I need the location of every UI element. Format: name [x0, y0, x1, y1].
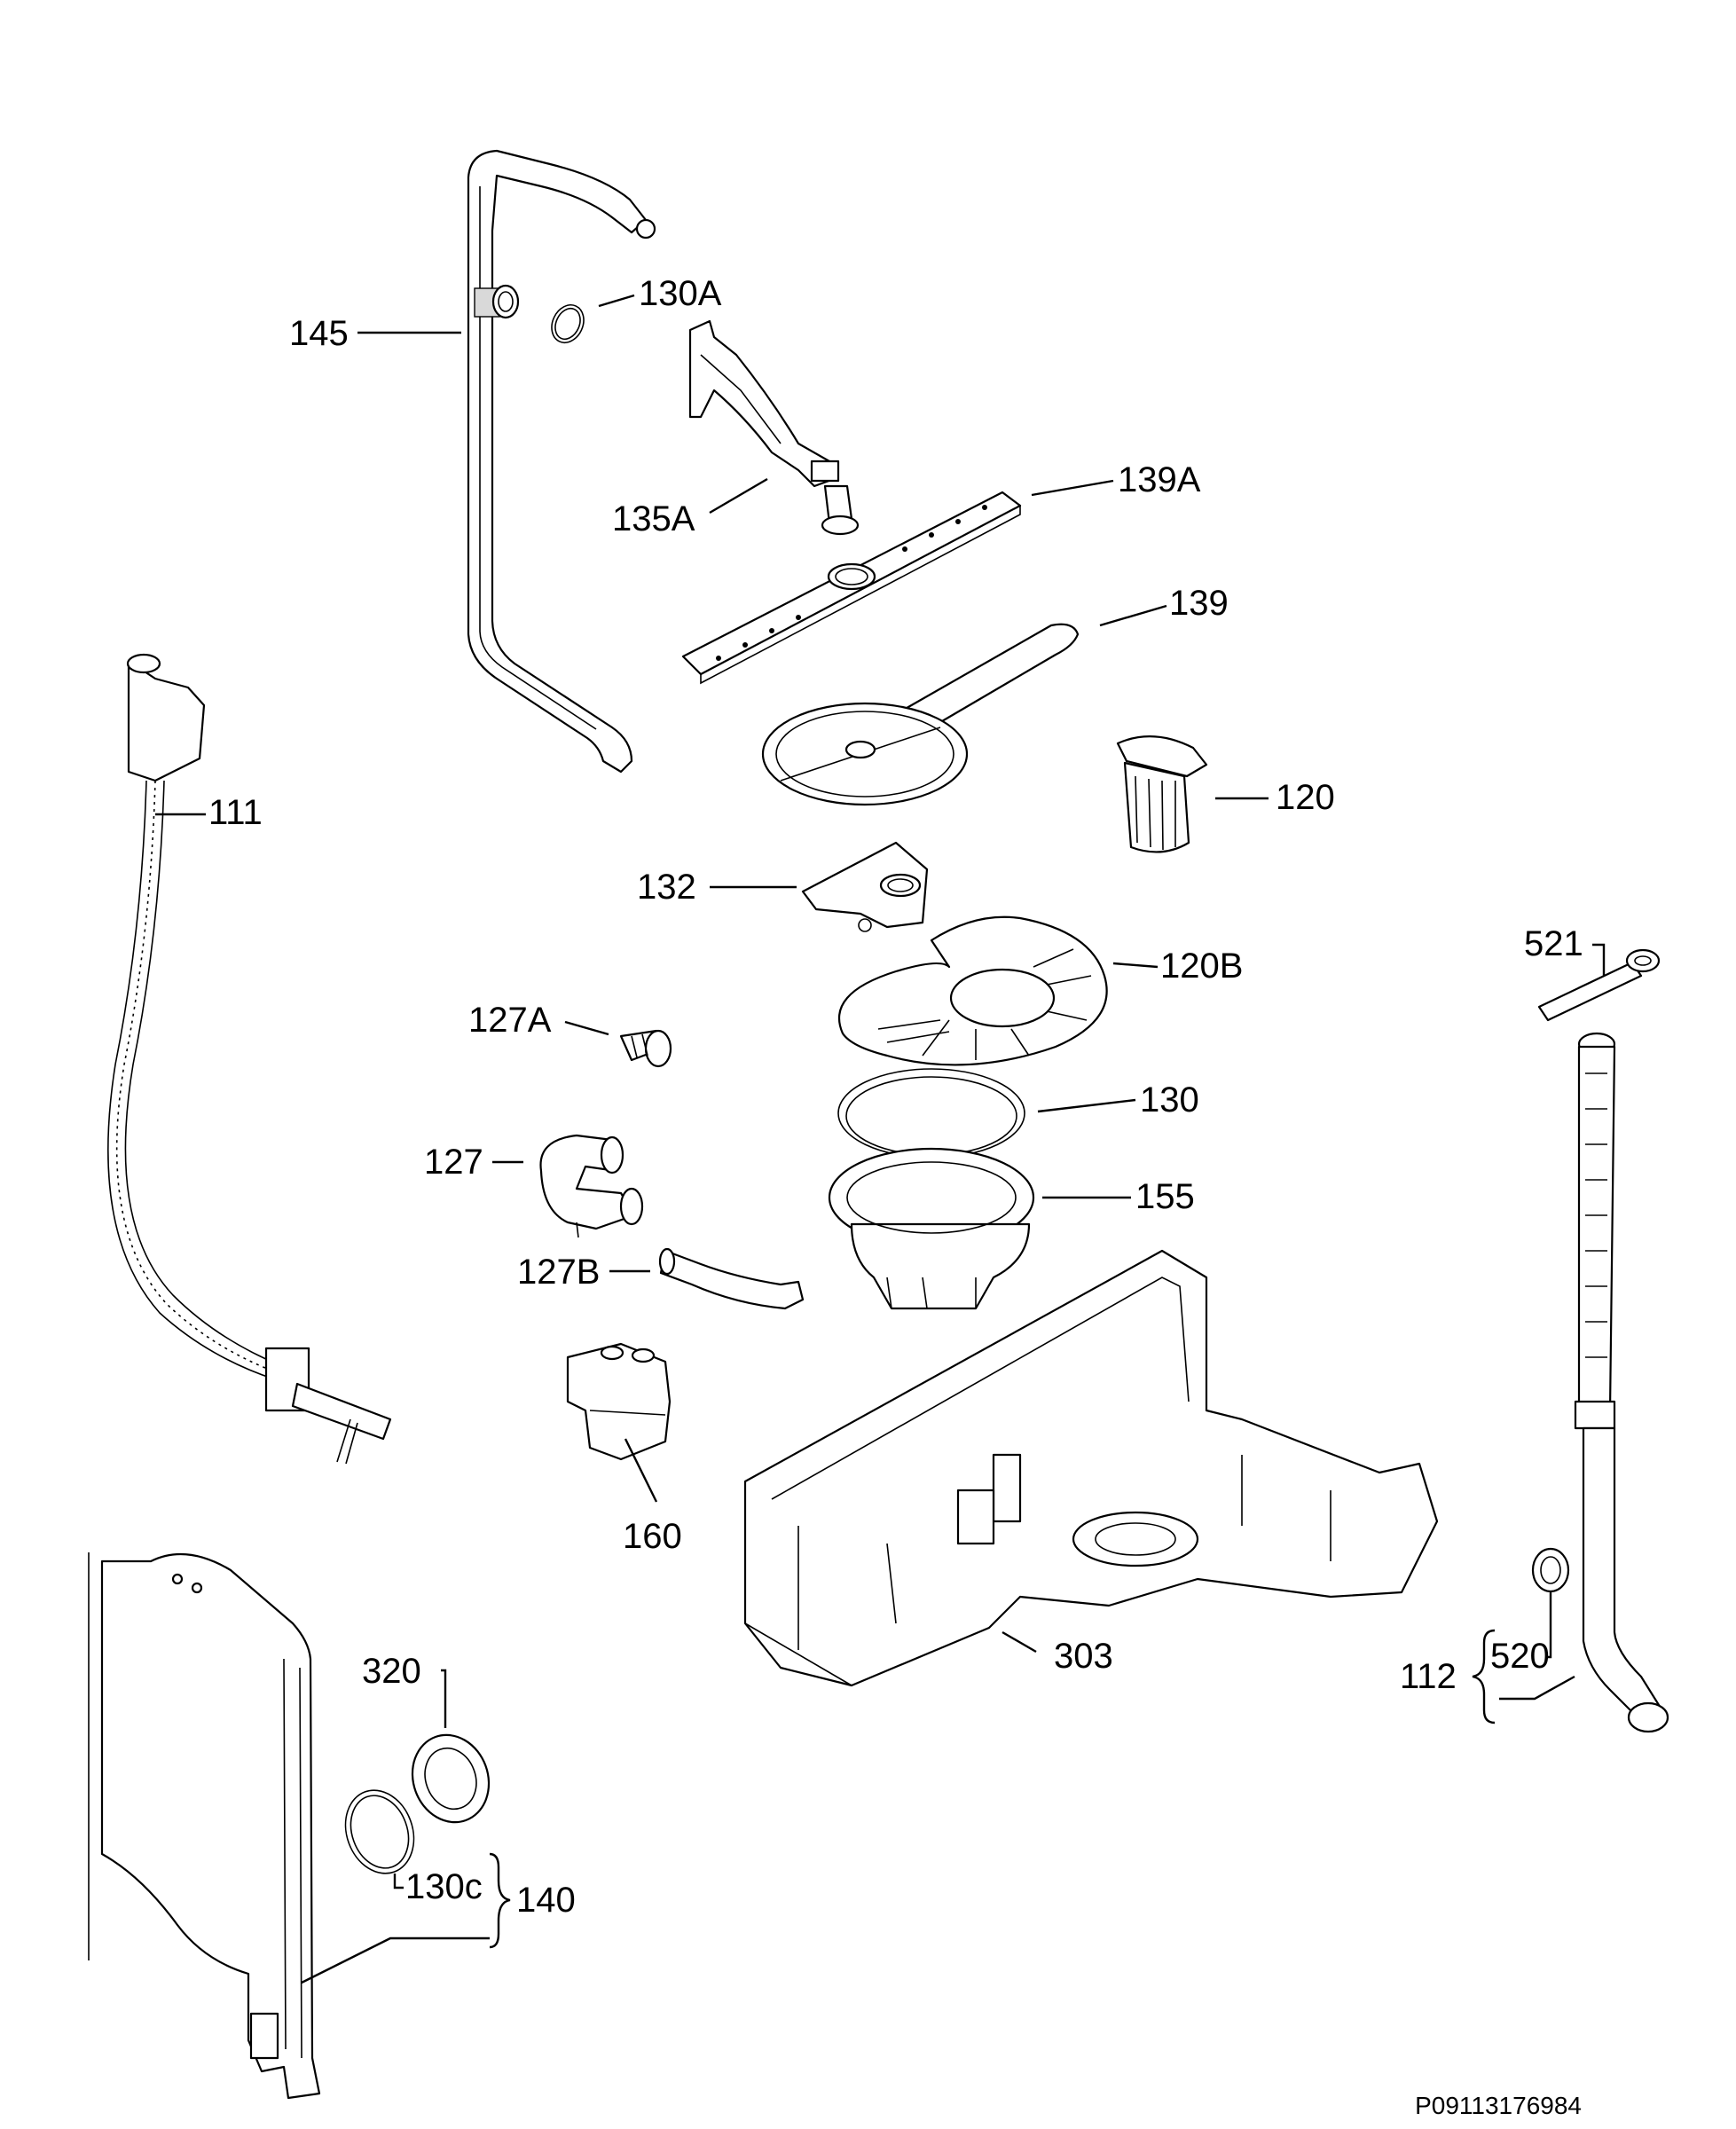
- part-139-lower-spray-arm: [761, 623, 1080, 806]
- part-135a-spray-arm-holder: [688, 319, 860, 536]
- part-320-dispenser-seal: [411, 1733, 491, 1824]
- part-520-clamp: [1531, 1547, 1570, 1593]
- label-139: 139: [1169, 584, 1229, 623]
- part-303-base-tray: [743, 1249, 1439, 1687]
- part-120-filter-cartridge: [1116, 735, 1208, 853]
- leader-130c: [393, 1874, 404, 1889]
- part-127b-connecting-hose: [658, 1247, 805, 1310]
- label-120: 120: [1276, 778, 1335, 817]
- leader-140: [301, 1937, 490, 1984]
- part-155-sump: [828, 1147, 1035, 1310]
- diagram-reference-code: P09113176984: [1415, 2092, 1582, 2119]
- label-145: 145: [289, 314, 349, 353]
- label-303: 303: [1054, 1637, 1113, 1676]
- part-130a-o-ring: [551, 304, 585, 343]
- label-139a: 139A: [1118, 460, 1201, 499]
- part-130c-o-ring: [344, 1789, 415, 1874]
- label-521: 521: [1524, 924, 1583, 963]
- label-130: 130: [1140, 1080, 1199, 1119]
- leader-520: [1548, 1592, 1552, 1659]
- part-130-sump-seal: [837, 1068, 1025, 1159]
- leader-130a: [598, 294, 635, 308]
- part-140-side-water-duct: [88, 1552, 321, 2100]
- leader-120b: [1112, 962, 1159, 969]
- leader-135a: [709, 477, 768, 515]
- part-127a-coupling: [619, 1029, 672, 1068]
- brace-140: [489, 1852, 511, 1949]
- leader-112: [1499, 1675, 1575, 1701]
- label-140: 140: [516, 1881, 576, 1920]
- leader-521: [1592, 943, 1606, 976]
- label-127: 127: [424, 1143, 483, 1182]
- leader-303: [1002, 1630, 1037, 1654]
- part-139a-upper-spray-arm: [681, 491, 1022, 685]
- part-132-bracket: [801, 841, 929, 932]
- leader-160: [624, 1438, 658, 1503]
- label-135a: 135A: [612, 499, 695, 538]
- label-160: 160: [623, 1517, 682, 1556]
- callout-labels: 145 130A 135A 139A 139 111 120 132 120B …: [208, 274, 1583, 1920]
- part-521-clip: [1537, 948, 1661, 1022]
- leader-320: [441, 1669, 447, 1728]
- label-320: 320: [362, 1652, 421, 1691]
- label-130c: 130c: [405, 1867, 483, 1906]
- braces: [489, 1629, 1496, 1949]
- label-520: 520: [1490, 1637, 1550, 1676]
- part-112-drain-hose: [1574, 1032, 1669, 1733]
- part-127-elbow-hose: [539, 1134, 644, 1238]
- label-127b: 127B: [517, 1253, 600, 1292]
- label-120b: 120B: [1160, 947, 1243, 986]
- leader-127a: [564, 1020, 609, 1036]
- part-160-diverter-valve: [566, 1342, 672, 1461]
- part-145-supply-pipe: [467, 149, 656, 774]
- label-111: 111: [208, 793, 263, 832]
- leader-lines: [155, 294, 1606, 1984]
- label-155: 155: [1135, 1177, 1195, 1216]
- brace-112: [1472, 1629, 1496, 1724]
- leader-130: [1037, 1098, 1136, 1113]
- part-120b-fine-filter: [837, 915, 1108, 1066]
- label-112: 112: [1400, 1657, 1457, 1696]
- part-111-inlet-hose: [107, 653, 392, 1465]
- label-132: 132: [637, 868, 696, 907]
- label-130a: 130A: [639, 274, 722, 313]
- leader-139: [1099, 604, 1167, 627]
- leader-139a: [1031, 479, 1114, 497]
- label-127a: 127A: [468, 1001, 552, 1040]
